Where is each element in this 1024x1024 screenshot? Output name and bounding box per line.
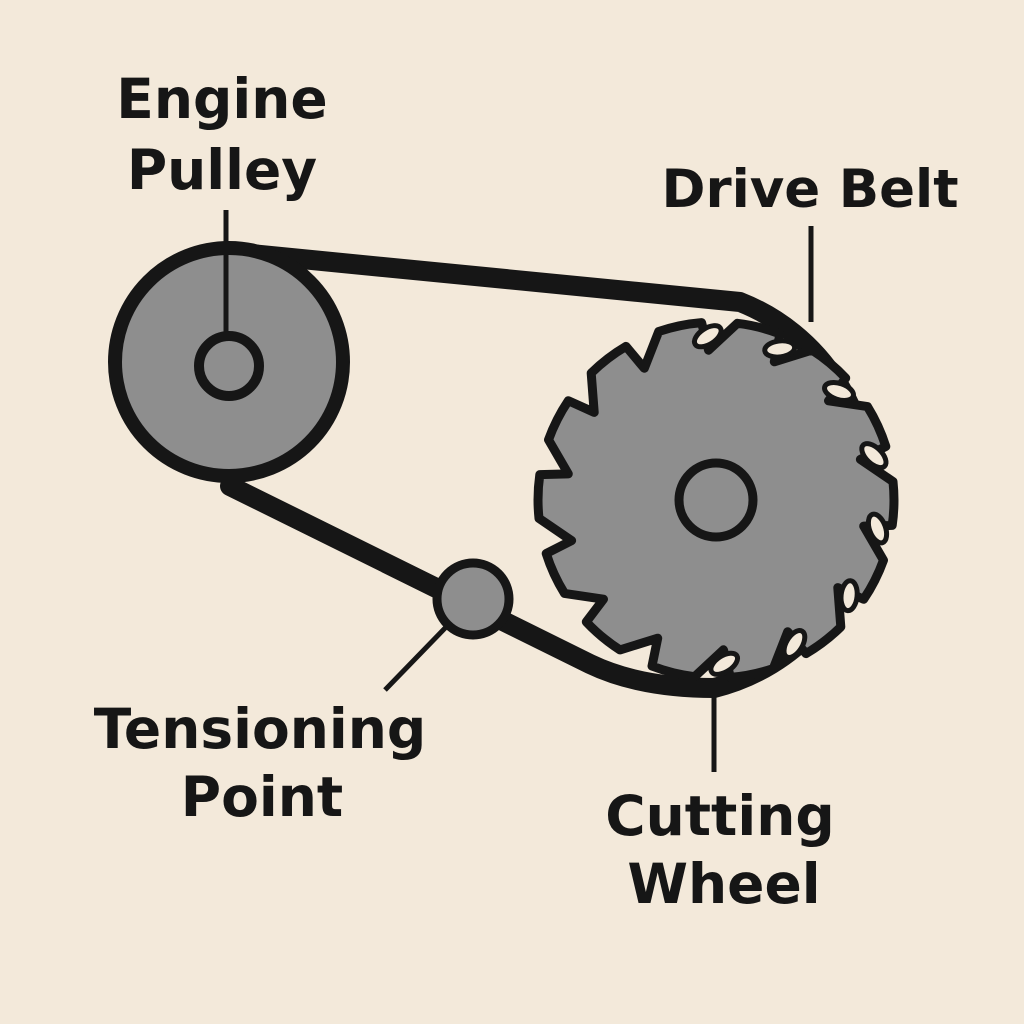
tensioning-point-leader — [383, 622, 451, 692]
tooth-gullet — [838, 578, 860, 614]
engine-pulley-hub — [194, 331, 264, 401]
engine-pulley — [108, 241, 350, 483]
tensioning-pulley — [432, 558, 514, 640]
cutting-wheel — [533, 318, 899, 682]
engine-pulley-label-line2: Pulley — [127, 138, 317, 202]
tensioning-point-label-line2: Point — [181, 765, 343, 829]
tensioning-point-label-line1: Tensioning — [94, 697, 427, 761]
engine-pulley-label-line1: Engine — [116, 67, 327, 131]
tooth-gullet — [859, 441, 889, 471]
tooth-gullet — [822, 380, 856, 403]
tooth-gullet — [781, 628, 808, 660]
tooth-gullet — [691, 323, 724, 350]
cutting-wheel-label-line2: Wheel — [627, 852, 820, 916]
cutting-wheel-hub — [674, 458, 758, 542]
cutting-wheel-teeth — [691, 323, 890, 677]
tooth-gullet — [762, 338, 798, 360]
tooth-gullet — [708, 650, 741, 677]
drive-belt-label: Drive Belt — [661, 159, 958, 220]
tooth-gullet — [865, 511, 890, 546]
cutting-wheel-label-line1: Cutting — [605, 784, 834, 848]
